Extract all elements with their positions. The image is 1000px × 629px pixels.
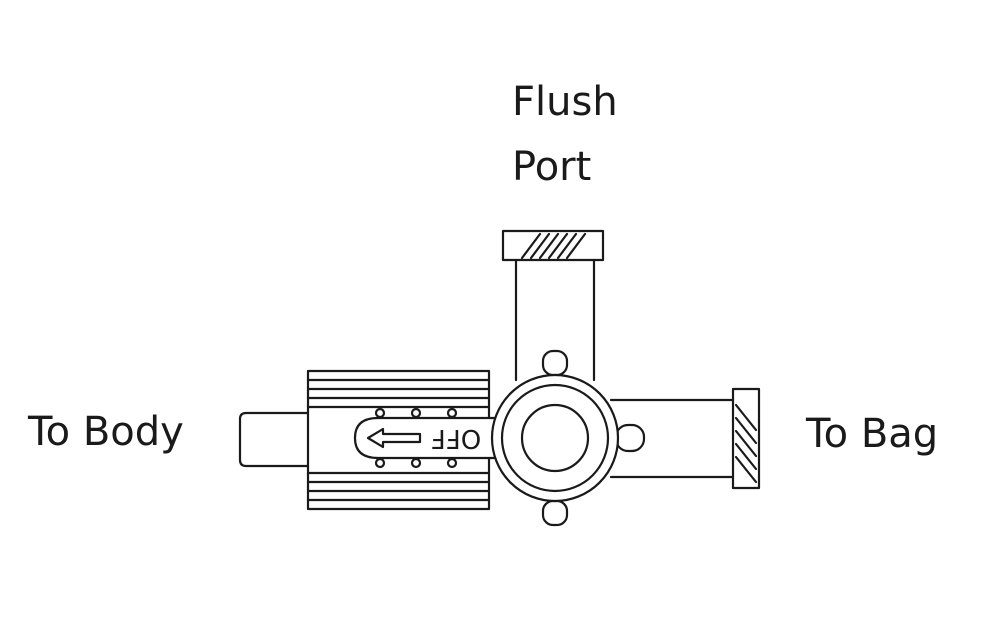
- valve-body: [490, 349, 646, 527]
- body-connector: [238, 369, 491, 511]
- flush-port-tube: [514, 258, 596, 382]
- off-handle-text: OFF: [431, 423, 481, 453]
- arrow-left-icon: [366, 427, 422, 449]
- flush-port-label-line1: Flush: [512, 79, 618, 125]
- off-handle: [353, 407, 502, 469]
- valve-center: [520, 403, 590, 473]
- to-body-label: To Body: [28, 409, 184, 455]
- flush-port-cap: [501, 229, 605, 262]
- flush-port-label-line2: Port: [512, 144, 592, 190]
- to-bag-label: To Bag: [806, 411, 939, 457]
- bag-connector: [609, 387, 761, 490]
